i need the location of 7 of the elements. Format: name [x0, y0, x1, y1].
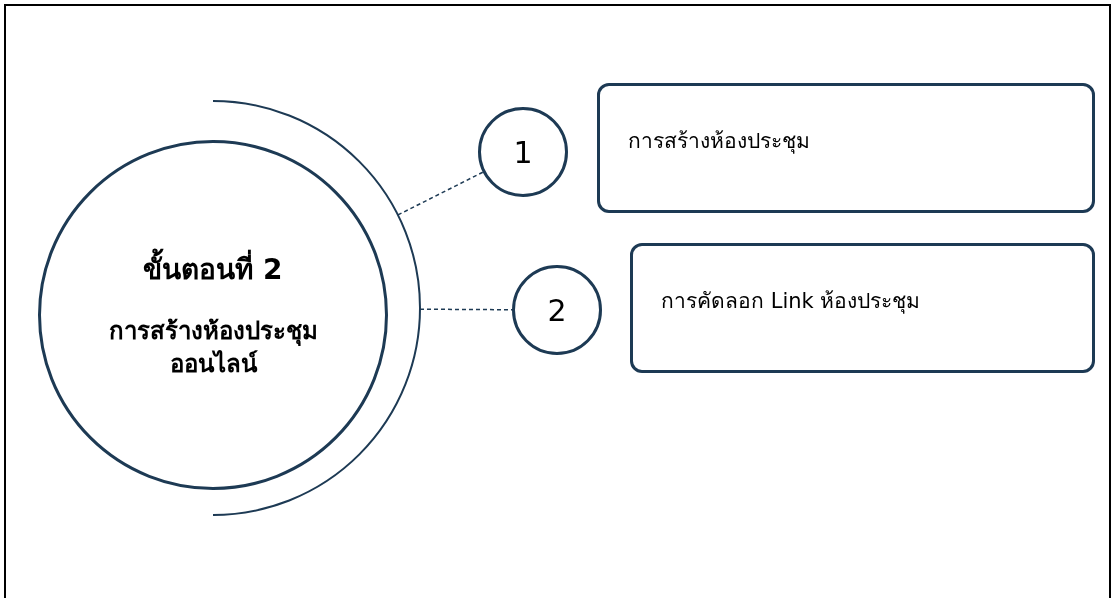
text-box — [597, 83, 1095, 213]
dashed-connector — [397, 171, 484, 216]
step-description: การสร้างห้องประชุม ออนไลน์ — [107, 316, 319, 380]
step-title: ขั้นตอนที่ 2 — [143, 249, 283, 291]
text-box — [630, 243, 1095, 373]
box-text: การสร้างห้องประชุม — [628, 128, 810, 156]
box-text: การคัดลอก Link ห้องประชุม — [661, 288, 921, 316]
